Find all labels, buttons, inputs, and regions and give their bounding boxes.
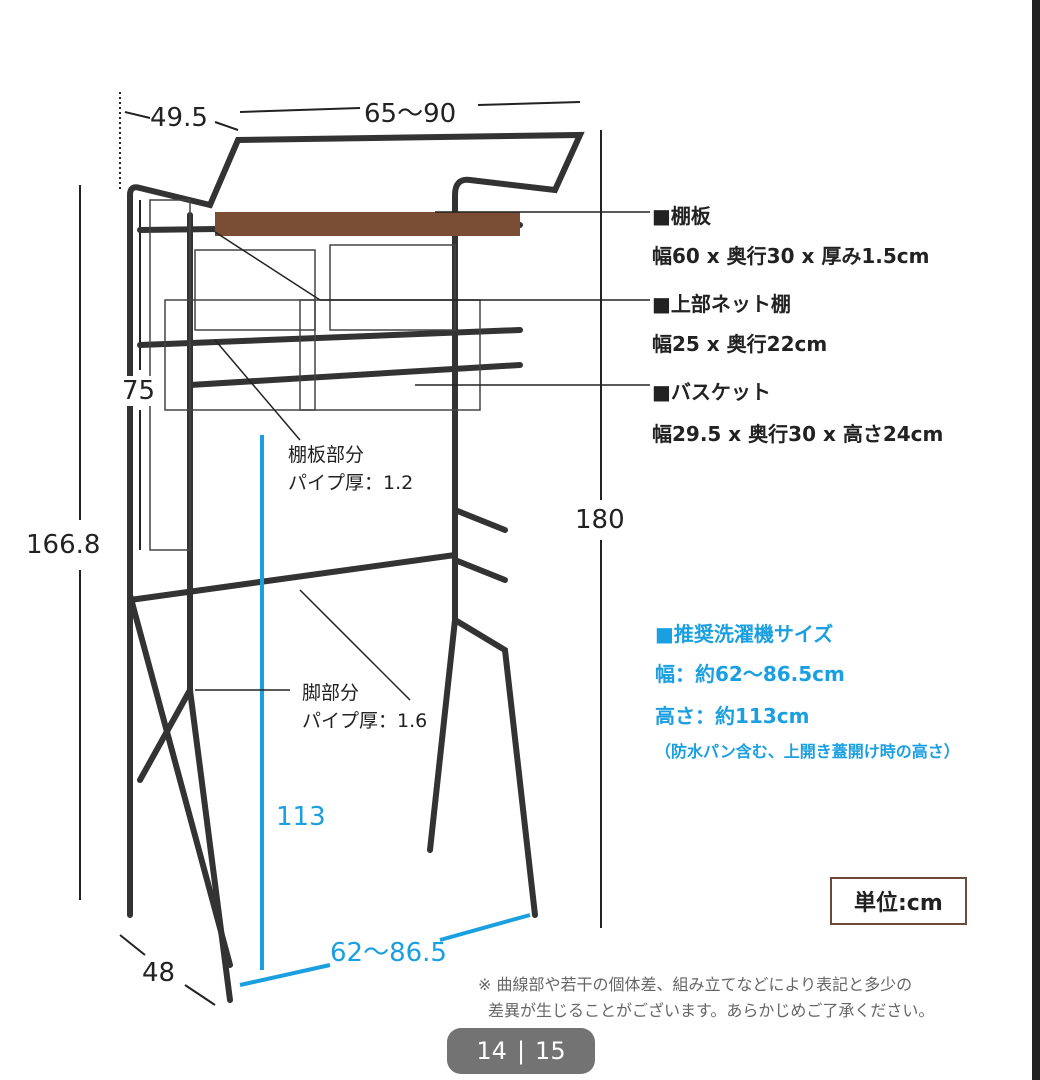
counter-divider: | (516, 1037, 526, 1065)
dim-height-side: 166.8 (26, 530, 101, 560)
pipe-shelf-detail: パイプ厚：1.2 (288, 472, 414, 494)
callout-shelf-title: ■棚板 (652, 204, 711, 228)
callout-net-title: ■上部ネット棚 (652, 292, 791, 316)
dim-depth-bottom: 48 (142, 958, 176, 988)
callout-net-detail: 幅25 x 奥行22cm (652, 332, 828, 356)
viewer-edge (1032, 0, 1040, 1080)
dim-width-top: 65〜90 (364, 99, 457, 129)
callout-shelf-detail: 幅60 x 奥行30 x 厚み1.5cm (652, 244, 930, 268)
pipe-leg-detail: パイプ厚：1.6 (302, 710, 428, 732)
page-counter: 14 | 15 (447, 1028, 595, 1074)
recommended-width: 幅：約62〜86.5cm (655, 662, 845, 686)
dim-depth-top: 49.5 (150, 103, 208, 133)
disclaimer-line: ※ 曲線部や若干の個体差、組み立てなどにより表記と多少の (478, 975, 913, 994)
pipe-shelf-title: 棚板部分 (288, 444, 365, 466)
dim-clearance: 113 (276, 802, 326, 832)
dim-inner-width: 62〜86.5 (330, 938, 447, 968)
callout-basket-detail: 幅29.5 x 奥行30 x 高さ24cm (652, 422, 944, 446)
recommended-note: （防水パン含む、上開き蓋開け時の高さ） (655, 742, 960, 761)
callout-basket-title: ■バスケット (652, 380, 771, 404)
disclaimer: ※ 曲線部や若干の個体差、組み立てなどにより表記と多少の 差異が生じることがござ… (478, 972, 934, 1024)
dim-height-total: 180 (575, 505, 625, 535)
dim-net-height: 75 (122, 376, 156, 406)
disclaimer-line: 差異が生じることがございます。あらかじめご了承ください。 (488, 1001, 935, 1020)
recommended-title: ■推奨洗濯機サイズ (655, 622, 834, 646)
unit-label: 単位:cm (830, 877, 967, 925)
recommended-height: 高さ：約113cm (655, 704, 810, 728)
pipe-leg-title: 脚部分 (302, 682, 360, 704)
total-pages: 15 (535, 1037, 566, 1065)
current-page: 14 (476, 1037, 507, 1065)
